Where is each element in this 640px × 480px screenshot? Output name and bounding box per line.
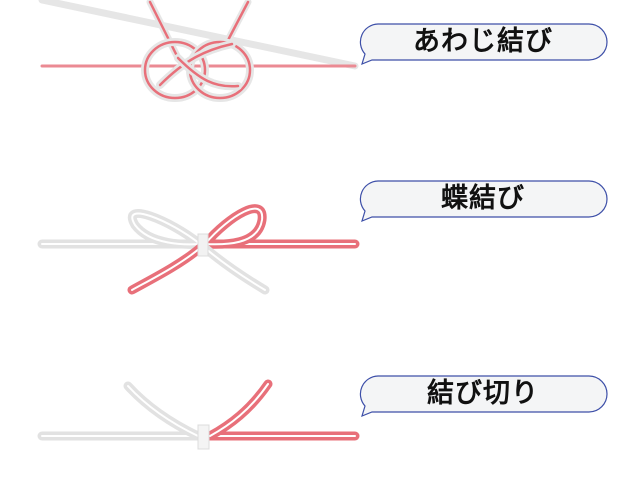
musubikiri-label: 結び切り: [427, 378, 539, 409]
chou-label: 蝶結び: [441, 183, 525, 214]
musubikiri-knot-illustration: [0, 370, 370, 460]
chou-label-bubble: 蝶結び: [358, 180, 608, 223]
awaji-knot-illustration: [0, 0, 370, 110]
awaji-label: あわじ結び: [413, 26, 553, 57]
musubikiri-label-bubble: 結び切り: [358, 375, 608, 418]
chou-knot-illustration: [0, 190, 370, 310]
awaji-label-bubble: あわじ結び: [358, 23, 608, 66]
